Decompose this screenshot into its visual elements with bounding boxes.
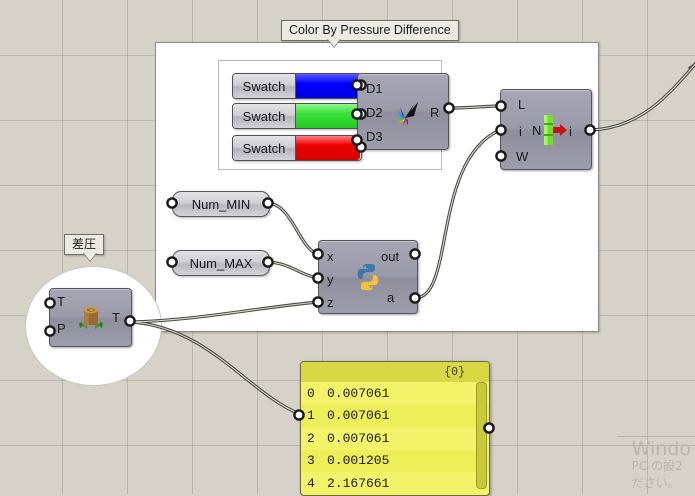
watermark-line-1: Windo bbox=[631, 438, 691, 460]
row-index: 3 bbox=[307, 453, 315, 469]
python-output-out: out bbox=[381, 249, 400, 264]
row-value: 0.007061 bbox=[327, 385, 390, 401]
row-value: 0.007061 bbox=[327, 408, 390, 424]
list-item: 1 0.007061 bbox=[301, 404, 489, 427]
group-title-pressure: 差圧 bbox=[64, 234, 105, 255]
gradient-icon bbox=[396, 102, 418, 126]
python-input-x: x bbox=[327, 249, 334, 264]
row-index: 0 bbox=[307, 385, 315, 401]
swatch-color-red[interactable] bbox=[296, 136, 360, 160]
swatch-button[interactable]: Swatch bbox=[233, 136, 296, 160]
data-panel-scrollbar[interactable] bbox=[476, 382, 487, 489]
row-index: 2 bbox=[307, 430, 315, 446]
list-item: 4 2.167661 bbox=[301, 472, 489, 495]
swatch-row[interactable]: Swatch bbox=[232, 135, 362, 161]
swatch-row[interactable]: Swatch bbox=[232, 103, 362, 129]
data-panel-rows: 0 0.007061 1 0.007061 2 0.007061 3 0.001… bbox=[301, 382, 489, 495]
pressure-output-t: T bbox=[112, 310, 120, 325]
mesh-center-label: N bbox=[532, 123, 542, 138]
gradient-input-d3: D3 bbox=[366, 129, 383, 144]
python-input-z: z bbox=[327, 295, 334, 310]
arrow-icon bbox=[544, 115, 567, 145]
row-value: 0.001205 bbox=[327, 453, 390, 469]
tree-stump-icon bbox=[79, 306, 103, 329]
list-item: 0 0.007061 bbox=[301, 382, 489, 405]
python-icon bbox=[357, 263, 379, 291]
slider-num-max[interactable]: Num_MAX bbox=[172, 250, 270, 276]
windows-activation-watermark: Windo PC の設2 ださい。 bbox=[631, 438, 691, 492]
swatch-button[interactable]: Swatch bbox=[233, 74, 296, 98]
python-output-a: a bbox=[387, 290, 395, 305]
pressure-input-p: P bbox=[57, 321, 66, 336]
gradient-input-d1: D1 bbox=[366, 81, 383, 96]
python-node[interactable]: x y z out a bbox=[318, 240, 418, 314]
list-item: 2 0.007061 bbox=[301, 427, 489, 450]
data-panel[interactable]: {0} 0 0.007061 1 0.007061 2 0.007061 3 0… bbox=[300, 361, 490, 496]
group-title-tail-pressure bbox=[83, 252, 97, 261]
custom-preview-node[interactable]: L i W N i bbox=[500, 89, 592, 170]
pressure-input-t: T bbox=[57, 294, 65, 309]
list-item: 3 0.001205 bbox=[301, 449, 489, 472]
gradient-input-d2: D2 bbox=[366, 105, 383, 120]
swatch-color-green[interactable] bbox=[296, 104, 360, 128]
slider-num-min[interactable]: Num_MIN bbox=[172, 191, 270, 217]
watermark-rule bbox=[617, 436, 695, 437]
swatch-color-blue[interactable] bbox=[296, 74, 360, 98]
group-title-color-by-pressure: Color By Pressure Difference bbox=[281, 20, 459, 41]
row-index: 1 bbox=[307, 408, 315, 424]
row-value: 2.167661 bbox=[327, 475, 390, 491]
group-title-tail bbox=[327, 38, 341, 47]
swatch-button[interactable]: Swatch bbox=[233, 104, 296, 128]
mesh-input-i: i bbox=[519, 124, 522, 139]
mesh-output-i: i bbox=[569, 124, 572, 139]
row-index: 4 bbox=[307, 475, 315, 491]
watermark-line-3: ださい。 bbox=[631, 476, 680, 490]
watermark-line-2: PC の設2 bbox=[631, 459, 683, 473]
data-panel-header: {0} bbox=[301, 362, 489, 382]
row-value: 0.007061 bbox=[327, 430, 390, 446]
gradient-node[interactable]: D1 D2 D3 R bbox=[357, 73, 449, 150]
mesh-input-w: W bbox=[516, 149, 529, 164]
swatch-row[interactable]: Swatch bbox=[232, 73, 362, 99]
pressure-node[interactable]: T P T bbox=[49, 288, 132, 347]
mesh-input-l: L bbox=[518, 97, 526, 112]
gradient-output-r: R bbox=[430, 105, 440, 120]
python-input-y: y bbox=[327, 272, 334, 287]
